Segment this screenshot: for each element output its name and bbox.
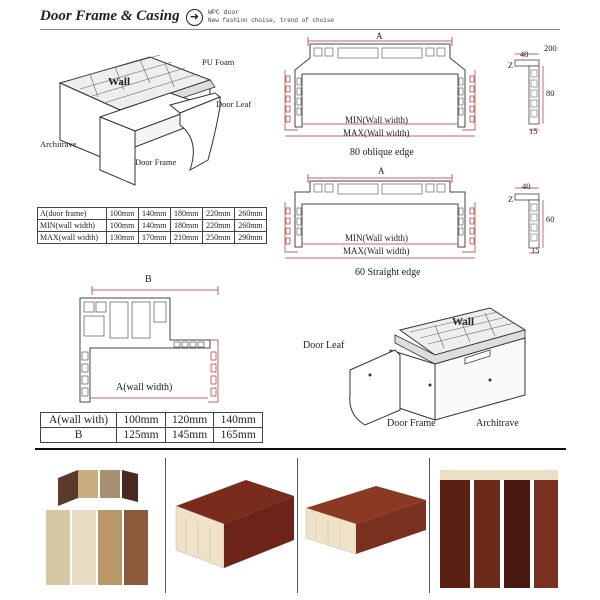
profile-80-caption: 80 oblique edge (350, 147, 414, 158)
table-cell: 180mm (169, 219, 203, 232)
table-cell: 170mm (137, 231, 171, 244)
page-title: Door Frame & Casing (40, 8, 180, 24)
table-cell: 140mm (213, 412, 263, 428)
profile-60-caption: 60 Straight edge (355, 267, 421, 278)
label-wall-bottom: Wall (452, 316, 475, 328)
side-80-d2: 200 (544, 43, 557, 53)
table-cell: B (39, 427, 118, 443)
door-frame-illustration-top (58, 54, 221, 186)
subtitle-line1: WPC door (208, 9, 240, 16)
side-60-d1: 40 (522, 181, 531, 191)
side-80-d5: 15 (529, 126, 538, 136)
table-cell: A(wall with) (39, 412, 118, 428)
table-cell: 180mm (169, 207, 203, 220)
table-cell: 100mm (105, 219, 139, 232)
profile-80-label-a: A (376, 31, 383, 41)
table-row: A(door frame) 100mm 140mm 180mm 220mm 26… (37, 207, 268, 220)
side-60-d2: Z (508, 194, 514, 204)
side-profile-80 (514, 53, 544, 131)
profile-60-label-a: A (378, 166, 385, 176)
table-cell: 120mm (164, 412, 215, 428)
table-row: B 125mm 145mm 165mm (39, 427, 263, 443)
label-pu-foam: PU Foam (202, 57, 235, 67)
profile-b-label-wall: A(wall width) (116, 382, 173, 393)
side-60-d3: 60 (546, 214, 555, 224)
profile-60-label-min: MIN(Wall width) (345, 233, 409, 243)
table-row: MAX(wall width) 130mm 170mm 210mm 250mm … (37, 231, 268, 244)
table-cell: 140mm (137, 219, 171, 232)
dimension-table-a: A(door frame) 100mm 140mm 180mm 220mm 26… (37, 207, 268, 244)
table-cell: 260mm (233, 207, 268, 220)
table-row: MIN(wall width) 100mm 140mm 180mm 220mm … (37, 219, 268, 232)
table-cell: MAX(wall width) (37, 231, 107, 244)
profile-60-diagram (284, 174, 476, 259)
photo-frame-dark-wood (166, 458, 298, 593)
label-door-leaf-top: Door Leaf (216, 99, 252, 109)
label-wall-top: Wall (108, 76, 131, 88)
side-80-d3: Z (508, 60, 514, 70)
table-row: A(wall with) 100mm 120mm 140mm (39, 412, 263, 428)
table-cell: 140mm (137, 207, 171, 220)
side-60-d4: 15 (531, 245, 540, 255)
table-cell: 220mm (201, 207, 235, 220)
profile-80-diagram (284, 37, 476, 137)
header-divider (40, 29, 560, 30)
table-cell: 100mm (105, 207, 139, 220)
table-cell: A(door frame) (37, 207, 107, 220)
label-door-frame-top: Door Frame (135, 157, 177, 167)
table-cell: 290mm (233, 231, 268, 244)
table-cell: 165mm (213, 427, 263, 443)
profile-80-label-max: MAX(Wall width) (343, 128, 410, 138)
table-cell: 145mm (164, 427, 215, 443)
profile-60-label-max: MAX(Wall width) (343, 246, 410, 256)
table-cell: 130mm (105, 231, 139, 244)
dimension-table-b: A(wall with) 100mm 120mm 140mm B 125mm 1… (39, 412, 263, 443)
door-frame-illustration-bottom (349, 307, 527, 426)
label-door-frame-bottom: Door Frame (387, 418, 436, 429)
subtitle-line2: New fashion choise, trend of choise (208, 17, 335, 24)
profile-80-label-min: MIN(Wall width) (345, 115, 409, 125)
arrow-circle-icon: ➜ (186, 9, 203, 26)
table-cell: 260mm (233, 219, 268, 232)
profile-b-diagram (79, 286, 219, 403)
photo-frame-standing (430, 458, 564, 593)
label-architrave-top: Architrave (40, 139, 77, 149)
label-architrave-bottom: Architrave (476, 418, 519, 429)
side-profile-60 (514, 187, 544, 254)
table-cell: 220mm (201, 219, 235, 232)
photo-frame-samples (38, 458, 166, 593)
profile-b-label-b: B (145, 274, 152, 285)
table-cell: 250mm (201, 231, 235, 244)
side-80-d1: 40 (520, 49, 529, 59)
table-cell: 210mm (169, 231, 203, 244)
side-80-d4: 80 (546, 88, 555, 98)
table-cell: 125mm (116, 427, 166, 443)
label-door-leaf-bottom: Door Leaf (303, 340, 345, 351)
table-cell: 100mm (116, 412, 166, 428)
table-cell: MIN(wall width) (37, 219, 107, 232)
product-photos-strip (35, 448, 566, 600)
photo-frame-cross-section (298, 458, 430, 593)
